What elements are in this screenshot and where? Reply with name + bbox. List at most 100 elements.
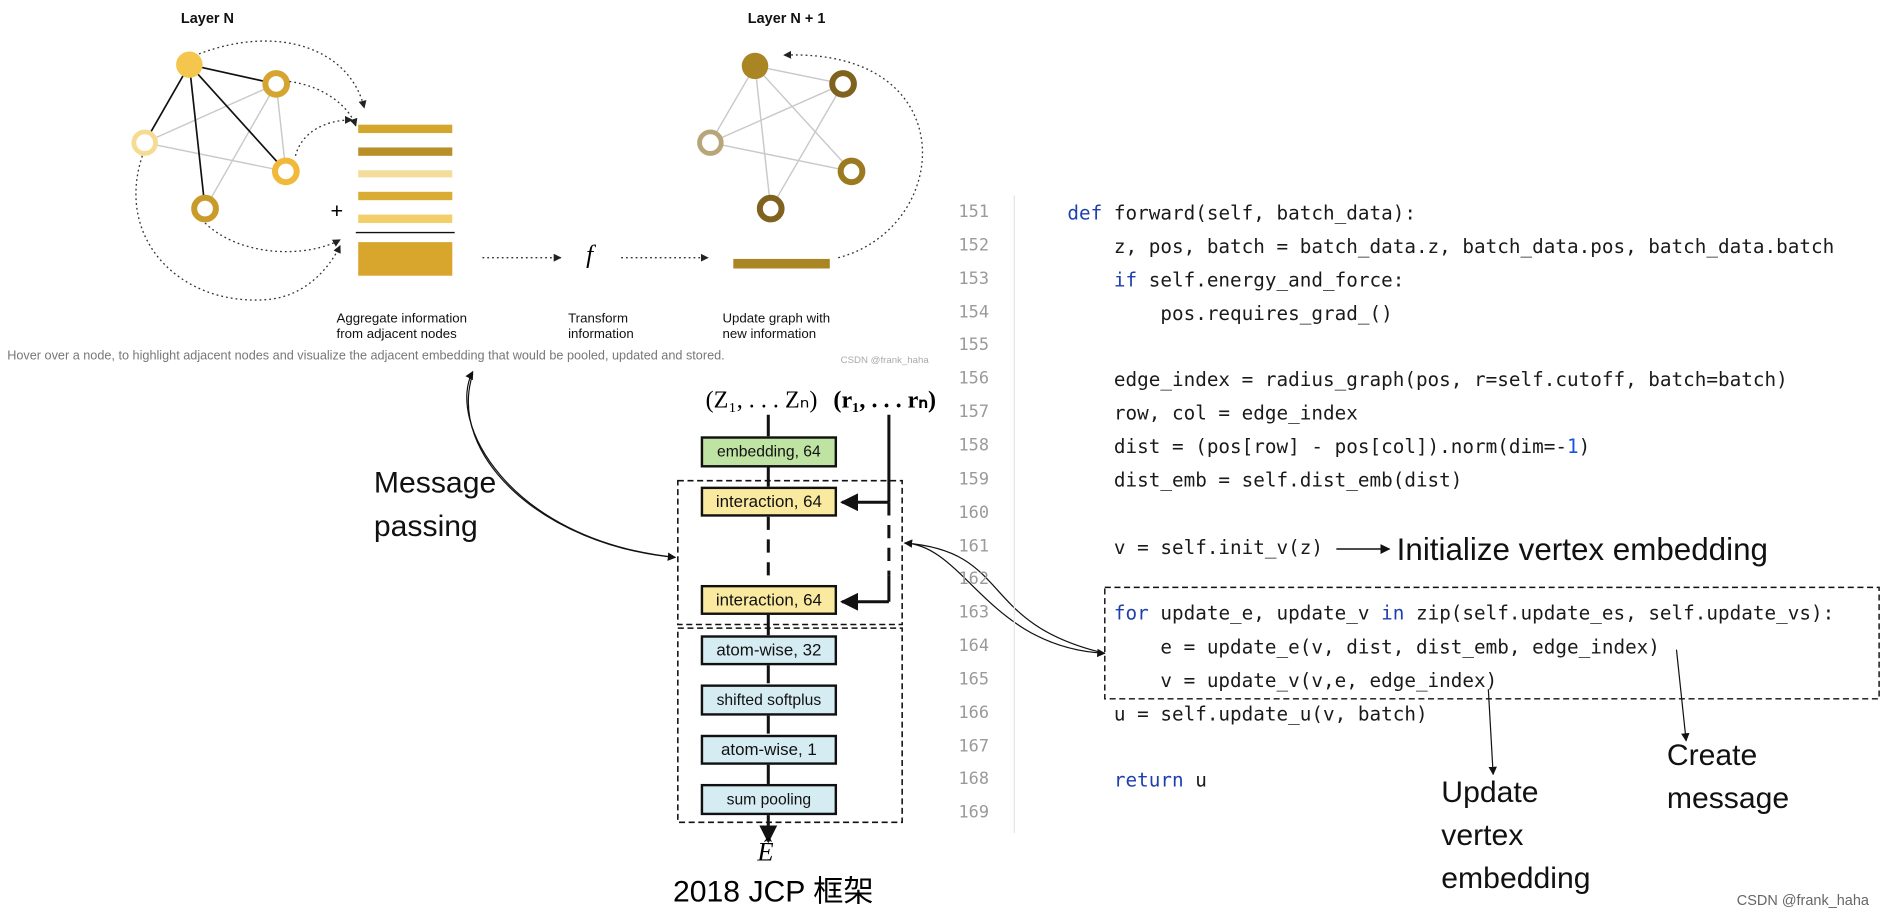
line-number: 161 <box>958 536 990 556</box>
code-line: def forward(self, batch_data): <box>1067 201 1416 224</box>
node-ring-bottom <box>191 194 219 223</box>
shifted-softplus-block: shifted softplus <box>700 684 838 716</box>
embedding-block: embedding, 64 <box>700 436 838 468</box>
step-label-transform: Transform information <box>568 312 634 343</box>
code-token: for <box>1113 601 1149 625</box>
code-token: ) <box>1578 435 1591 458</box>
code-line: for update_e, update_v in zip(self.updat… <box>1067 602 1834 625</box>
code-line: pos.requires_grad_() <box>1067 302 1392 325</box>
interaction-block-1: interaction, 64 <box>700 486 838 517</box>
update-vertex-line3: embedding <box>1441 861 1591 896</box>
code-token: 1 <box>1566 435 1579 458</box>
line-number: 156 <box>958 369 990 389</box>
transform-function-symbol: f <box>586 239 594 269</box>
code-token <box>1067 268 1113 291</box>
line-number: 160 <box>958 503 990 523</box>
step-label-aggregate-line2: from adjacent nodes <box>336 327 457 342</box>
node-ring-right <box>271 157 300 186</box>
code-token: z, pos, batch = batch_data.z, batch_data… <box>1067 234 1835 258</box>
code-token: update_e, update_v <box>1148 601 1382 625</box>
code-token: edge_index = radius_graph(pos, r=self.cu… <box>1067 368 1788 392</box>
line-number: 162 <box>958 569 990 589</box>
code-line: row, col = edge_index <box>1067 401 1358 425</box>
line-number: 168 <box>958 770 990 790</box>
line-number: 154 <box>958 302 990 322</box>
node-n1-center <box>741 52 769 80</box>
schnet-connectors <box>677 414 903 844</box>
code-token: forward(self, batch_data): <box>1102 201 1416 225</box>
line-number: 167 <box>958 736 990 756</box>
code-line: v = update_v(v,e, edge_index) <box>1067 669 1497 692</box>
code-token <box>1067 602 1113 625</box>
step-label-aggregate-line1: Aggregate information <box>336 311 468 327</box>
code-token: self.energy_and_force: <box>1137 268 1405 291</box>
create-message-line2: message <box>1666 781 1790 816</box>
node-n1-right <box>837 157 866 186</box>
line-number: 169 <box>958 803 990 823</box>
line-number: 164 <box>958 636 990 656</box>
line-number: 158 <box>958 436 990 456</box>
message-passing-line2: passing <box>373 509 478 544</box>
code-token: pos.requires_grad_() <box>1067 301 1393 325</box>
node-center <box>176 51 203 78</box>
layer-n1-edges <box>709 65 853 209</box>
node-n1-upper <box>829 70 857 98</box>
embedding-bars <box>355 124 455 276</box>
diagram-caption-credit: CSDN @frank_haha <box>840 354 929 366</box>
create-message-line1: Create <box>1666 738 1758 772</box>
diagram-caption: Hover over a node, to highlight adjacent… <box>7 348 725 364</box>
code-token: in <box>1381 601 1405 625</box>
atomwise-32-block: atom-wise, 32 <box>700 635 838 666</box>
code-token: e = update_e(v, dist, dist_emb, edge_ind… <box>1067 635 1660 659</box>
node-n1-left <box>697 129 724 156</box>
message-passing-line1: Message <box>373 466 497 500</box>
code-token: zip(self.update_es, self.update_vs): <box>1404 601 1835 625</box>
code-token: u <box>1183 768 1207 792</box>
line-number: 153 <box>958 269 990 289</box>
code-token: if <box>1113 268 1138 291</box>
update-loop-arrow <box>783 50 924 259</box>
code-token: dist = (pos[row] - pos[col]).norm(dim=- <box>1067 435 1567 458</box>
code-line: if self.energy_and_force: <box>1067 268 1404 291</box>
code-token: row, col = edge_index <box>1067 401 1358 425</box>
line-number: 157 <box>958 402 990 423</box>
layer-n-highlight-edges <box>143 63 287 209</box>
code-line: dist = (pos[row] - pos[col]).norm(dim=-1… <box>1067 435 1590 458</box>
code-token: v = update_v(v,e, edge_index) <box>1067 668 1498 692</box>
code-token: def <box>1067 201 1103 225</box>
step-label-update-line1: Update graph with <box>722 311 831 327</box>
code-token <box>1067 769 1113 792</box>
line-number: 166 <box>958 703 990 723</box>
energy-output-symbol: Ê <box>757 836 774 867</box>
code-line: u = self.update_u(v, batch) <box>1067 702 1428 725</box>
line-number: 152 <box>958 235 990 256</box>
sum-pooling-block: sum pooling <box>700 783 838 816</box>
create-message-label: Create message <box>1667 734 1789 820</box>
code-token: v = self.init_v(z) <box>1067 535 1323 558</box>
step-label-transform-line1: Transform <box>568 311 629 327</box>
atomwise-1-block: atom-wise, 1 <box>700 734 838 765</box>
footer-credit: CSDN @frank_haha <box>1736 891 1869 909</box>
plus-sign: + <box>330 198 344 223</box>
line-number: 165 <box>958 669 990 690</box>
code-line: e = update_e(v, dist, dist_emb, edge_ind… <box>1067 635 1660 658</box>
node-n1-bottom <box>756 194 785 223</box>
layer-n-title: Layer N <box>180 9 235 27</box>
line-number: 155 <box>958 336 990 356</box>
update-vertex-line2: vertex <box>1441 818 1524 853</box>
node-ring-upper <box>262 70 291 98</box>
layer-n1-title: Layer N + 1 <box>747 9 826 27</box>
code-line: dist_emb = self.dist_emb(dist) <box>1067 468 1463 491</box>
step-label-update-line2: new information <box>722 327 817 342</box>
updated-embedding-bar <box>733 258 830 269</box>
input-atomic-numbers: (Z₁, . . . Zₙ) <box>705 387 818 414</box>
code-token: u = self.update_u(v, batch) <box>1067 702 1428 725</box>
code-line: edge_index = radius_graph(pos, r=self.cu… <box>1067 368 1788 392</box>
step-label-transform-line2: information <box>568 327 634 342</box>
code-line: z, pos, batch = batch_data.z, batch_data… <box>1067 235 1834 258</box>
gnn-message-passing-diagram <box>131 40 924 301</box>
step-label-update: Update graph with new information <box>722 312 830 343</box>
